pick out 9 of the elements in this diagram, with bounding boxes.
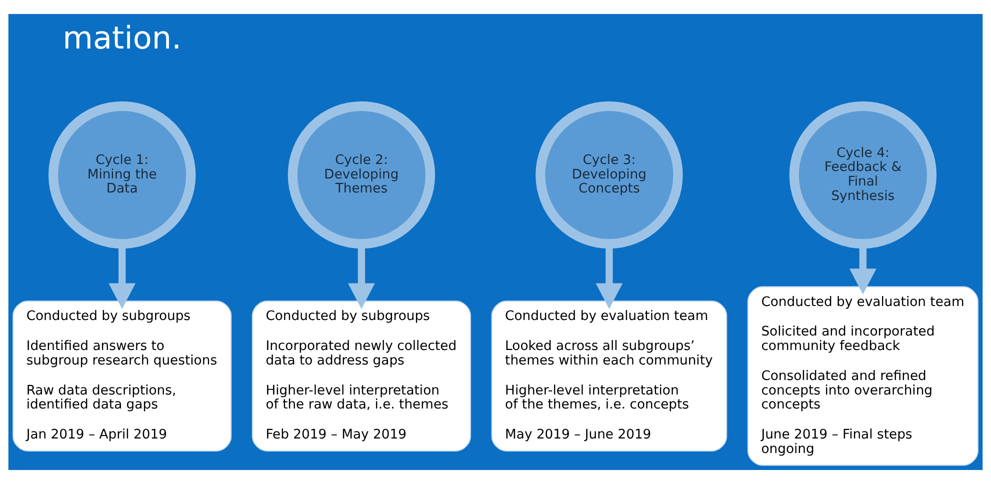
node-circle: Cycle 4: Feedback & Final Synthesis bbox=[789, 101, 937, 249]
node-circle: Cycle 3: Developing Concepts bbox=[536, 101, 683, 249]
node-box: Conducted by subgroups Identified answers to subgroup research questions Raw data descriptions, identified data gaps Jan 2019 – April 2019 bbox=[12, 300, 232, 452]
node-circle: Cycle 1: Mining the Data bbox=[48, 101, 196, 249]
node-box: Conducted by evaluation team Looked across all subgroups’ themes within each community Higher-level interpretation of the themes, i.e. concepts May 2019 – June 2019 bbox=[491, 300, 728, 452]
node-box: Conducted by evaluation team Solicited and incorporated community feedback Consolidated and refined concepts into overarching concepts June 2019 – Final steps ongoing bbox=[747, 286, 978, 466]
label: mation. bbox=[62, 20, 182, 56]
node-box: Conducted by subgroups Incorporated newly collected data to address gaps Higher-level interpretation of the raw data, i.e. themes Feb 2019 – May 2019 bbox=[252, 300, 471, 452]
node-circle: Cycle 2: Developing Themes bbox=[288, 101, 436, 249]
